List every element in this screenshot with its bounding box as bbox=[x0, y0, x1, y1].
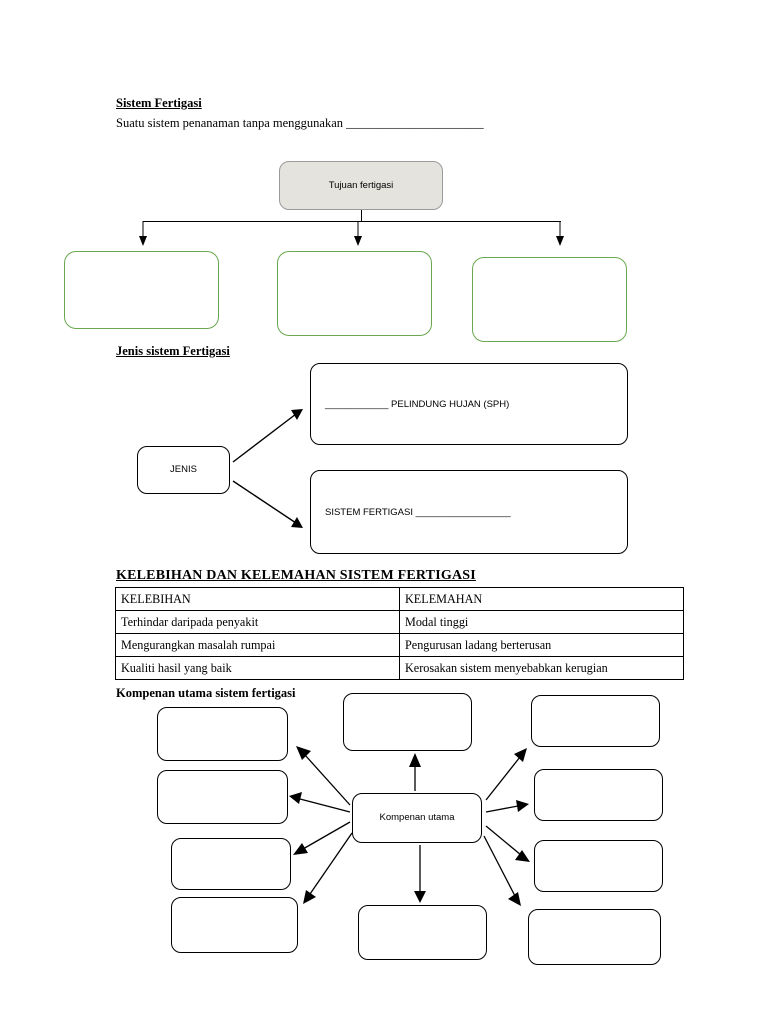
kompenan-left-box-2[interactable] bbox=[157, 770, 288, 824]
table-cell-kelemahan-1: Modal tinggi bbox=[399, 610, 684, 634]
kompenan-bottom-box[interactable] bbox=[358, 905, 487, 960]
table-header-kelemahan: KELEMAHAN bbox=[399, 587, 684, 611]
kompenan-left-box-4[interactable] bbox=[171, 897, 298, 953]
tujuan-connector-bar bbox=[143, 221, 561, 222]
jenis-source-label: JENIS bbox=[170, 464, 197, 476]
table-row: Mengurangkan masalah rumpai Pengurusan l… bbox=[115, 633, 684, 657]
tujuan-box-3[interactable] bbox=[472, 257, 627, 342]
tujuan-fertigasi-center-box[interactable]: Tujuan fertigasi bbox=[279, 161, 443, 210]
jenis-target-box-sistem-fertigasi[interactable]: SISTEM FERTIGASI __________________ bbox=[310, 470, 628, 554]
table-row: Terhindar daripada penyakit Modal tinggi bbox=[115, 610, 684, 634]
section-title-kompenan-utama: Kompenan utama sistem fertigasi bbox=[116, 686, 296, 700]
kompenan-top-box[interactable] bbox=[343, 693, 472, 751]
tujuan-fertigasi-label: Tujuan fertigasi bbox=[328, 179, 394, 191]
kompenan-right-box-1[interactable] bbox=[531, 695, 660, 747]
table-row: Kualiti hasil yang baik Kerosakan sistem… bbox=[115, 656, 684, 680]
table-header-row: KELEBIHAN KELEMAHAN bbox=[115, 587, 684, 611]
jenis-target-sistem-fertigasi-label: SISTEM FERTIGASI __________________ bbox=[325, 506, 511, 518]
kompenan-right-box-2[interactable] bbox=[534, 769, 663, 821]
kompenan-left-box-1[interactable] bbox=[157, 707, 288, 761]
tujuan-box-1[interactable] bbox=[64, 251, 219, 329]
kompenan-right-box-4[interactable] bbox=[528, 909, 661, 965]
table-cell-kelemahan-3: Kerosakan sistem menyebabkan kerugian bbox=[399, 656, 684, 680]
tujuan-connector-stem bbox=[361, 210, 362, 221]
kompenan-right-box-3[interactable] bbox=[534, 840, 663, 892]
jenis-target-sph-label: ____________ PELINDUNG HUJAN (SPH) bbox=[325, 398, 510, 410]
section-title-jenis-sistem-fertigasi: Jenis sistem Fertigasi bbox=[116, 344, 230, 358]
jenis-source-box[interactable]: JENIS bbox=[137, 446, 230, 494]
tujuan-box-2[interactable] bbox=[277, 251, 432, 336]
table-cell-kelebihan-2: Mengurangkan masalah rumpai bbox=[115, 633, 400, 657]
table-cell-kelemahan-2: Pengurusan ladang berterusan bbox=[399, 633, 684, 657]
kompenan-left-box-3[interactable] bbox=[171, 838, 291, 890]
table-cell-kelebihan-1: Terhindar daripada penyakit bbox=[115, 610, 400, 634]
kelebihan-kelemahan-table: KELEBIHAN KELEMAHAN Terhindar daripada p… bbox=[115, 587, 684, 680]
kompenan-center-label: Kompenan utama bbox=[379, 812, 455, 824]
table-header-kelebihan: KELEBIHAN bbox=[115, 587, 400, 611]
section1-fill-in-line: Suatu sistem penanaman tanpa menggunakan… bbox=[116, 116, 484, 130]
table-cell-kelebihan-3: Kualiti hasil yang baik bbox=[115, 656, 400, 680]
kompenan-center-box[interactable]: Kompenan utama bbox=[352, 793, 482, 843]
jenis-target-box-sph[interactable]: ____________ PELINDUNG HUJAN (SPH) bbox=[310, 363, 628, 445]
section-title-sistem-fertigasi: Sistem Fertigasi bbox=[116, 96, 202, 110]
section-title-kelebihan-kelemahan: KELEBIHAN DAN KELEMAHAN SISTEM FERTIGASI bbox=[116, 568, 476, 583]
